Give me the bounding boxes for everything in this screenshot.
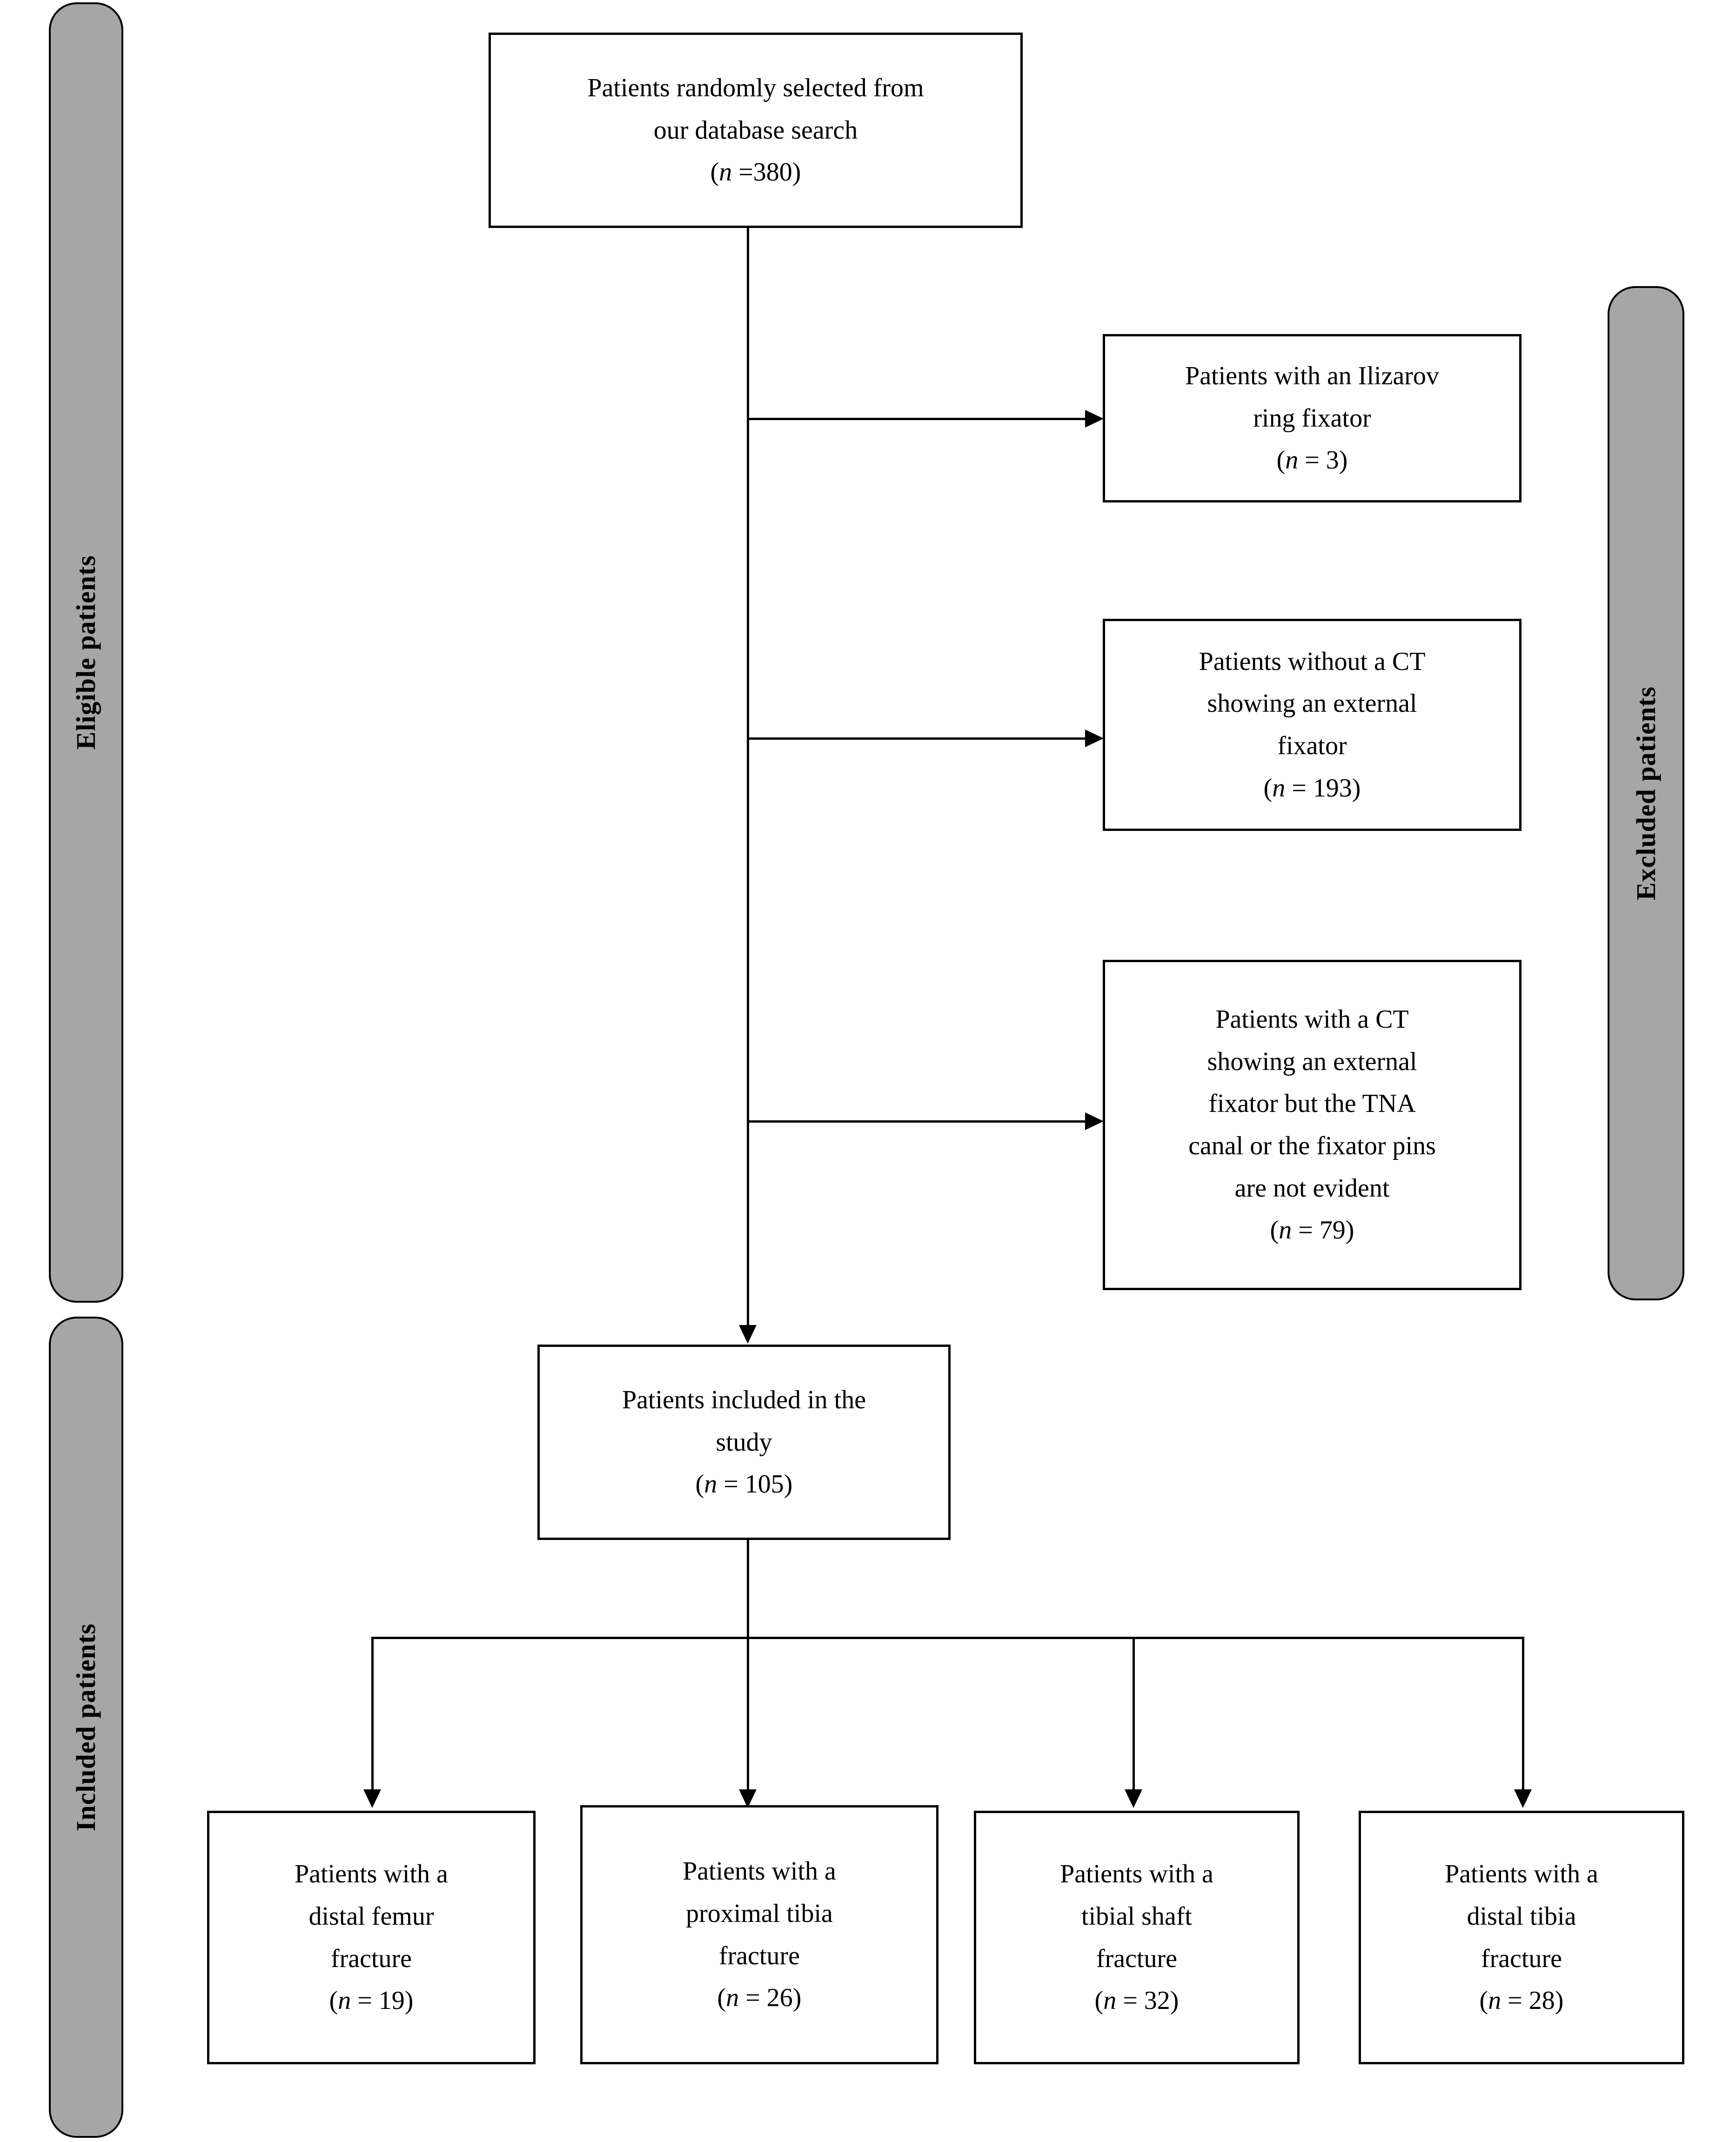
node-excluded-ilizarov[interactable]: Patients with an Ilizarov ring fixator (… <box>1103 334 1522 502</box>
node-group-1-line-2: distal femur <box>308 1901 434 1931</box>
node-group-1-line-1: Patients with a <box>295 1860 448 1889</box>
phase-bar-eligible: Eligible patients <box>49 2 123 1303</box>
phase-label-eligible: Eligible patients <box>71 555 101 750</box>
node-excluded-1-line-1: Patients with an Ilizarov <box>1185 361 1439 390</box>
italic-n: n <box>338 1986 351 2015</box>
phase-bar-excluded: Excluded patients <box>1608 286 1684 1300</box>
connector-branch-4 <box>1522 1637 1524 1790</box>
arrow-to-group-2 <box>739 1789 757 1808</box>
node-group-2-line-2: proximal tibia <box>686 1899 833 1928</box>
node-excluded-3-line-2: showing an external <box>1207 1047 1417 1076</box>
count-value: = 32) <box>1116 1986 1179 2015</box>
connector-to-excluded-2 <box>747 737 1086 740</box>
paren-open: ( <box>710 158 719 187</box>
italic-n: n <box>1103 1986 1117 2015</box>
arrow-to-excluded-3 <box>1085 1112 1104 1130</box>
node-excluded-2-line-3: fixator <box>1277 731 1347 760</box>
node-excluded-3-line-4: canal or the fixator pins <box>1188 1131 1436 1160</box>
node-included-in-study[interactable]: Patients included in the study (n = 105) <box>537 1345 951 1540</box>
node-excluded-tna-not-evident[interactable]: Patients with a CT showing an external f… <box>1103 960 1522 1290</box>
phase-label-included: Included patients <box>71 1623 101 1832</box>
connector-branch-2 <box>747 1637 749 1790</box>
arrow-to-excluded-1 <box>1085 410 1104 428</box>
count-value: =380) <box>732 158 801 187</box>
count-value: = 3) <box>1298 446 1348 475</box>
count-value: = 26) <box>739 1983 802 2013</box>
count-value: = 79) <box>1292 1216 1354 1245</box>
arrow-to-group-3 <box>1125 1789 1142 1808</box>
node-excluded-2-count: (n = 193) <box>1263 773 1361 803</box>
node-excluded-3-line-3: fixator but the TNA <box>1208 1089 1416 1118</box>
node-source-line-2: our database search <box>653 115 858 145</box>
italic-n: n <box>704 1470 717 1499</box>
arrow-to-group-4 <box>1514 1789 1532 1808</box>
node-group-proximal-tibia[interactable]: Patients with a proximal tibia fracture … <box>580 1805 938 2064</box>
node-excluded-2-line-1: Patients without a CT <box>1199 647 1426 676</box>
node-group-2-line-1: Patients with a <box>683 1857 836 1886</box>
node-excluded-3-count: (n = 79) <box>1270 1216 1354 1245</box>
phase-label-excluded: Excluded patients <box>1630 686 1661 901</box>
connector-to-excluded-3 <box>747 1120 1086 1123</box>
count-value: = 28) <box>1501 1986 1564 2015</box>
node-group-2-count: (n = 26) <box>717 1983 802 2013</box>
node-group-3-line-3: fracture <box>1096 1944 1178 1973</box>
connector-main-stem <box>747 228 749 1326</box>
node-group-4-line-3: fracture <box>1481 1944 1562 1973</box>
count-value: = 19) <box>351 1986 414 2015</box>
node-group-distal-femur[interactable]: Patients with a distal femur fracture (n… <box>207 1811 536 2064</box>
node-group-2-line-3: fracture <box>718 1941 800 1970</box>
node-group-3-count: (n = 32) <box>1094 1986 1179 2015</box>
italic-n: n <box>1279 1216 1292 1245</box>
node-group-tibial-shaft[interactable]: Patients with a tibial shaft fracture (n… <box>974 1811 1300 2064</box>
arrow-to-excluded-2 <box>1085 730 1104 747</box>
connector-included-stem <box>747 1540 749 1639</box>
italic-n: n <box>1272 773 1286 803</box>
italic-n: n <box>1285 446 1299 475</box>
node-group-3-line-2: tibial shaft <box>1081 1901 1192 1931</box>
count-value: = 105) <box>717 1470 793 1499</box>
node-excluded-1-line-2: ring fixator <box>1253 403 1371 433</box>
node-group-4-line-2: distal tibia <box>1467 1901 1576 1931</box>
italic-n: n <box>726 1983 739 2013</box>
connector-branch-1 <box>371 1637 374 1790</box>
count-value: = 193) <box>1285 773 1361 803</box>
node-included-count: (n = 105) <box>695 1470 793 1499</box>
node-source-count: (n =380) <box>710 151 801 194</box>
node-group-distal-tibia[interactable]: Patients with a distal tibia fracture (n… <box>1359 1811 1684 2064</box>
node-group-3-line-1: Patients with a <box>1060 1860 1213 1889</box>
node-source[interactable]: Patients randomly selected from our data… <box>489 33 1023 228</box>
node-group-1-count: (n = 19) <box>329 1986 414 2015</box>
italic-n: n <box>719 158 732 187</box>
node-excluded-2-line-2: showing an external <box>1207 689 1417 718</box>
node-excluded-no-ct[interactable]: Patients without a CT showing an externa… <box>1103 619 1522 831</box>
node-group-1-line-3: fracture <box>330 1944 412 1973</box>
node-excluded-1-count: (n = 3) <box>1276 446 1348 475</box>
node-group-4-count: (n = 28) <box>1479 1986 1564 2015</box>
phase-bar-included: Included patients <box>49 1317 123 2138</box>
node-included-line-2: study <box>716 1427 772 1457</box>
node-source-line-1: Patients randomly selected from <box>587 73 924 102</box>
node-included-line-1: Patients included in the <box>622 1385 866 1414</box>
connector-distribution-bar <box>371 1637 1524 1639</box>
connector-to-excluded-1 <box>747 418 1086 420</box>
arrow-to-included-box <box>739 1325 757 1344</box>
connector-branch-3 <box>1133 1637 1135 1790</box>
italic-n: n <box>1488 1986 1501 2015</box>
node-excluded-3-line-1: Patients with a CT <box>1215 1004 1409 1034</box>
arrow-to-group-1 <box>363 1789 381 1808</box>
node-excluded-3-line-5: are not evident <box>1234 1173 1390 1203</box>
node-group-4-line-1: Patients with a <box>1445 1860 1598 1889</box>
